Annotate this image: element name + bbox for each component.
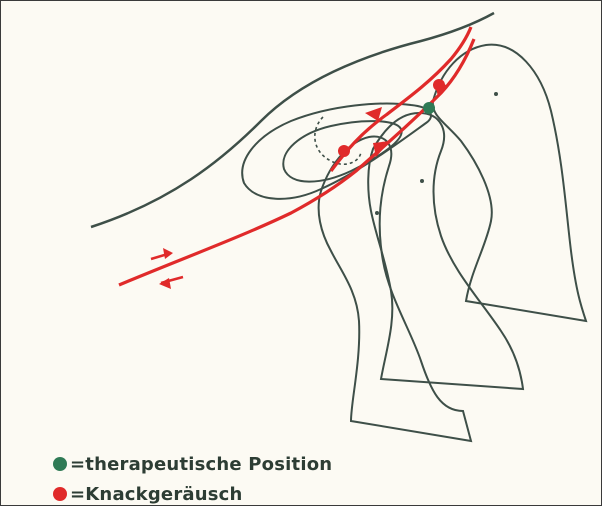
click-marker <box>433 79 445 91</box>
center-dot <box>375 211 379 215</box>
center-dot <box>494 92 498 96</box>
click-marker <box>338 145 350 157</box>
legend-label-click: =Knackgeräusch <box>70 484 243 505</box>
therapeutic-position-marker <box>423 102 435 114</box>
center-dot <box>420 179 424 183</box>
movement-path-upper <box>331 27 471 171</box>
legend-label-therapeutic: =therapeutische Position <box>70 454 332 475</box>
movement-path-lower <box>119 39 474 285</box>
red-dot-icon <box>53 487 67 501</box>
legend: =therapeutische Position =Knackgeräusch <box>53 449 332 506</box>
green-dot-icon <box>53 457 67 471</box>
legend-item-therapeutic: =therapeutische Position <box>53 449 332 479</box>
legend-item-click: =Knackgeräusch <box>53 479 332 506</box>
condyle-back <box>433 45 586 321</box>
